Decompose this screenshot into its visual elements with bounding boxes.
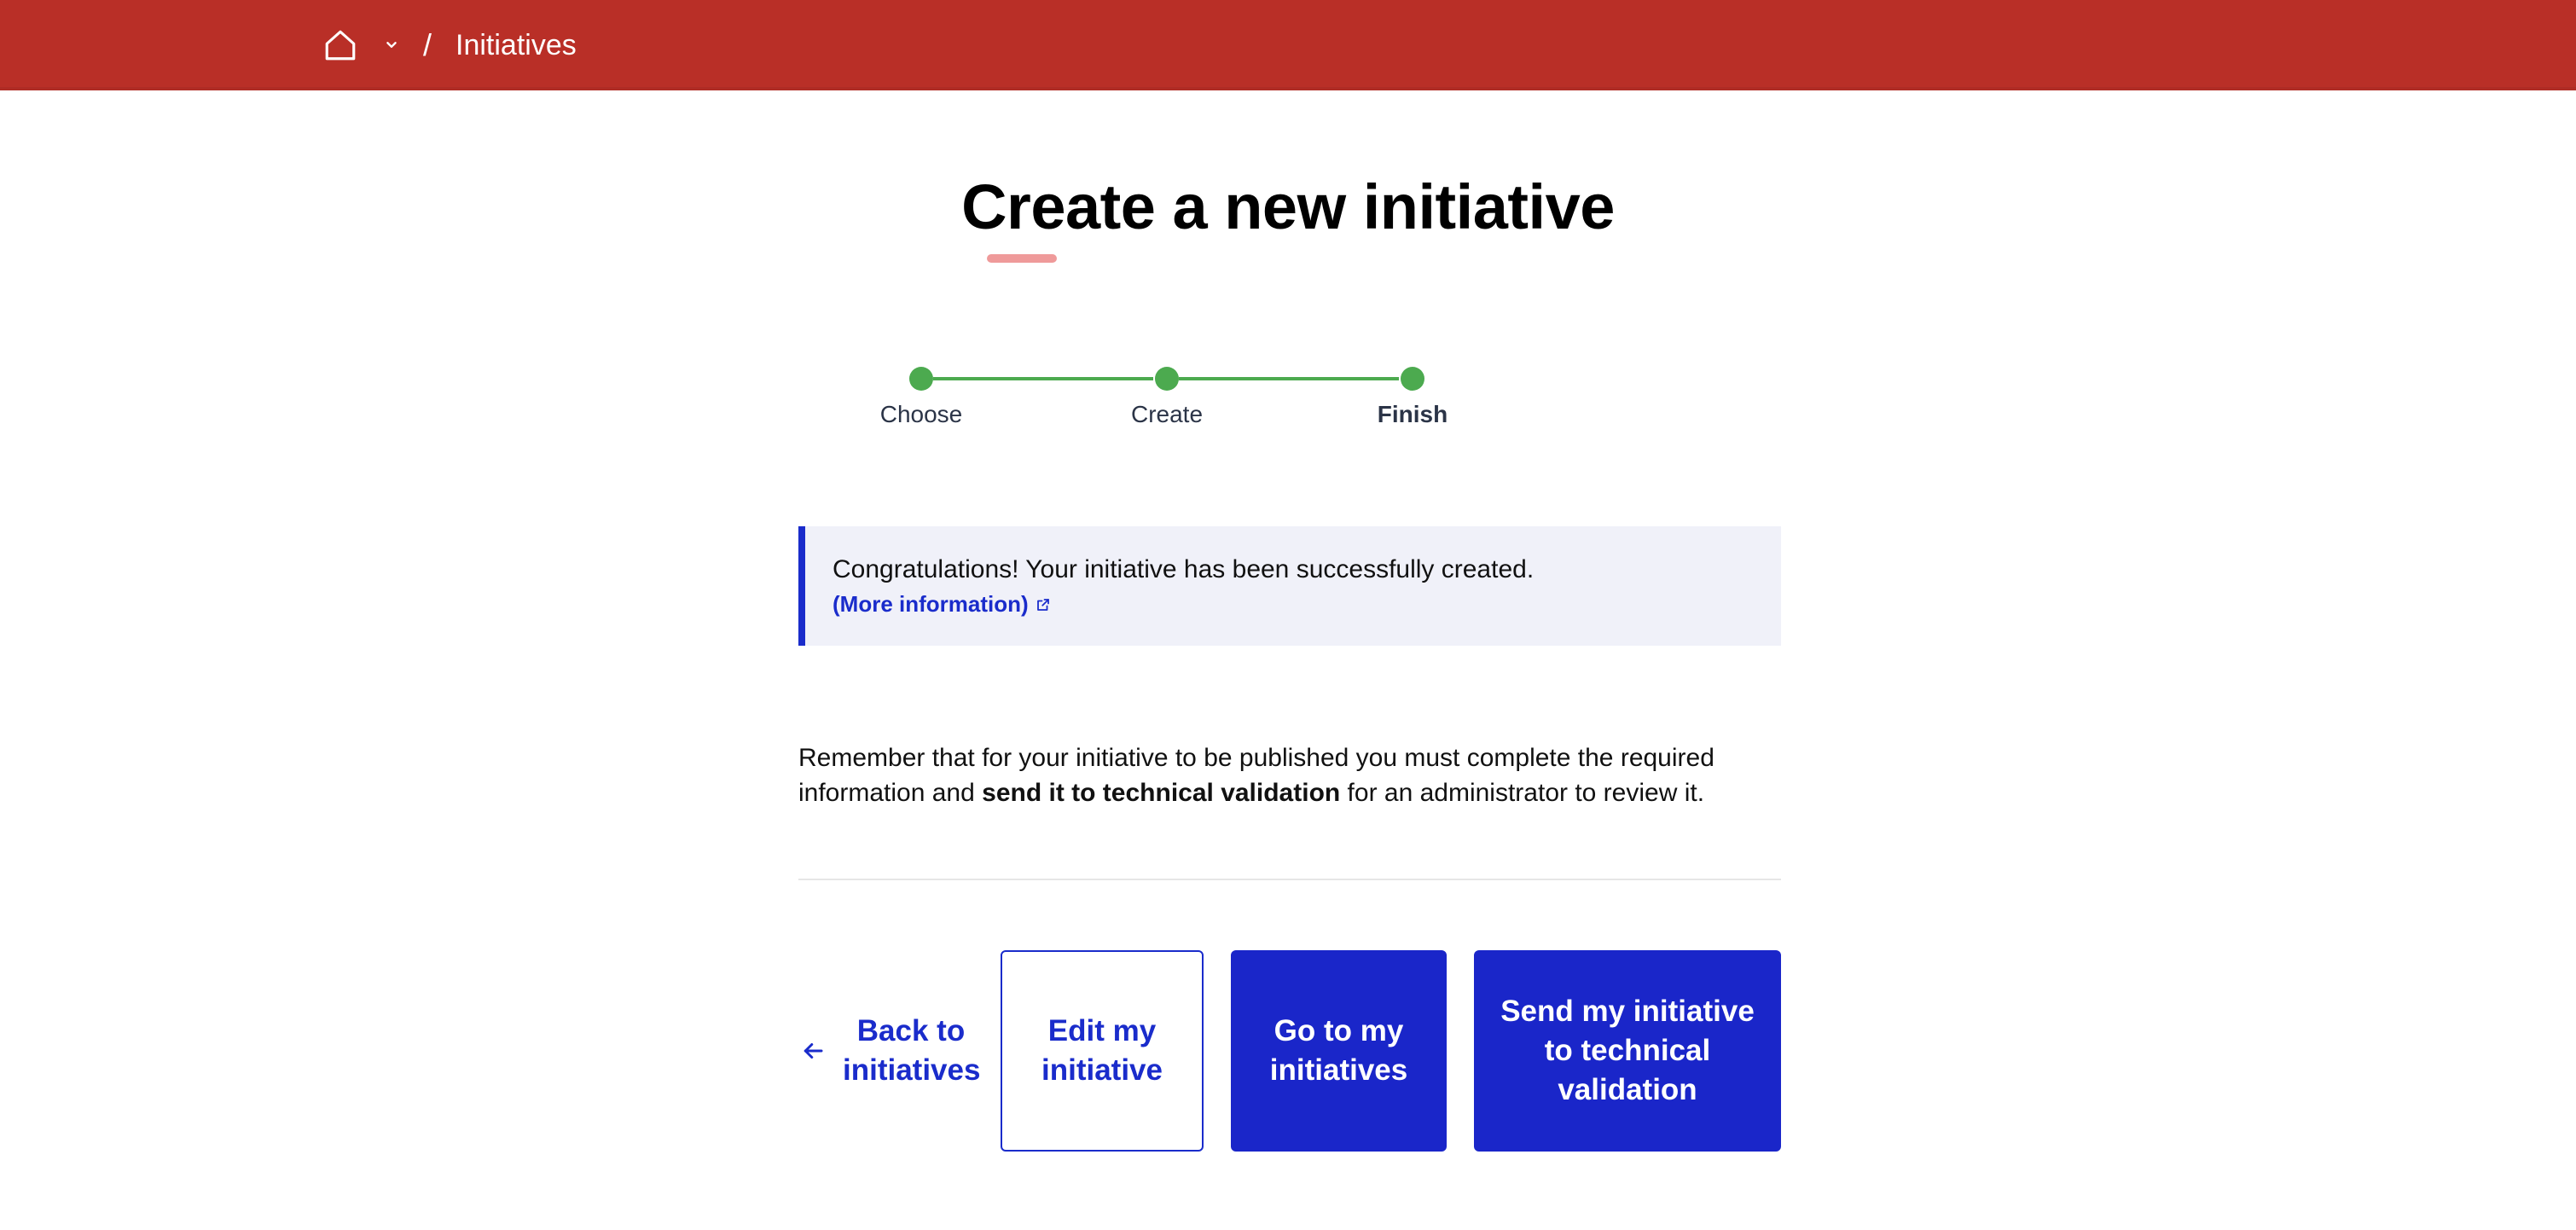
send-to-technical-validation-button[interactable]: Send my initiative to technical validati… <box>1474 950 1781 1152</box>
step-dot-choose <box>909 367 933 391</box>
step-label-create: Create <box>1130 401 1204 427</box>
callout-message: Congratulations! Your initiative has bee… <box>833 555 1535 583</box>
title-underline <box>987 254 1057 263</box>
chevron-down-icon[interactable] <box>382 36 401 55</box>
reminder-text: Remember that for your initiative to be … <box>798 740 1788 810</box>
top-bar: / Initiatives <box>0 0 2576 90</box>
home-icon[interactable] <box>322 27 358 63</box>
send-to-technical-validation-label[interactable]: Send my initiative to technical validati… <box>1500 995 1755 1106</box>
success-callout: Congratulations! Your initiative has bee… <box>798 526 1781 646</box>
step-label-choose: Choose <box>879 401 963 427</box>
go-to-my-initiatives-label[interactable]: Go to my initiatives <box>1269 1014 1408 1087</box>
arrow-left-icon <box>804 1043 823 1059</box>
breadcrumb-separator: / <box>423 27 432 62</box>
reminder-before: Remember that for your initiative to be … <box>798 744 1714 807</box>
step-dot-create <box>1155 367 1179 391</box>
breadcrumb: / Initiatives <box>322 0 577 90</box>
step-label-finish: Finish <box>1377 401 1448 427</box>
go-to-my-initiatives-button[interactable]: Go to my initiatives <box>1231 950 1447 1152</box>
reminder-emphasis: send it to technical validation <box>982 779 1341 807</box>
more-information-link[interactable]: (More information) <box>833 591 1051 618</box>
more-information-label[interactable]: (More information) <box>833 591 1029 617</box>
back-to-initiatives-label[interactable]: Back to initiatives <box>843 1014 981 1087</box>
step-dot-finish <box>1401 367 1424 391</box>
step-connector <box>1179 377 1399 380</box>
edit-initiative-button[interactable]: Edit my initiative <box>1001 950 1204 1152</box>
edit-initiative-label[interactable]: Edit my initiative <box>1041 1014 1163 1087</box>
back-to-initiatives-link[interactable]: Back to initiatives <box>798 950 986 1152</box>
breadcrumb-current[interactable]: Initiatives <box>455 28 577 61</box>
divider <box>798 879 1781 880</box>
reminder-after: for an administrator to review it. <box>1340 779 1705 807</box>
page-title: Create a new initiative <box>961 171 1615 242</box>
external-link-icon <box>1036 598 1049 611</box>
step-connector <box>933 377 1153 380</box>
